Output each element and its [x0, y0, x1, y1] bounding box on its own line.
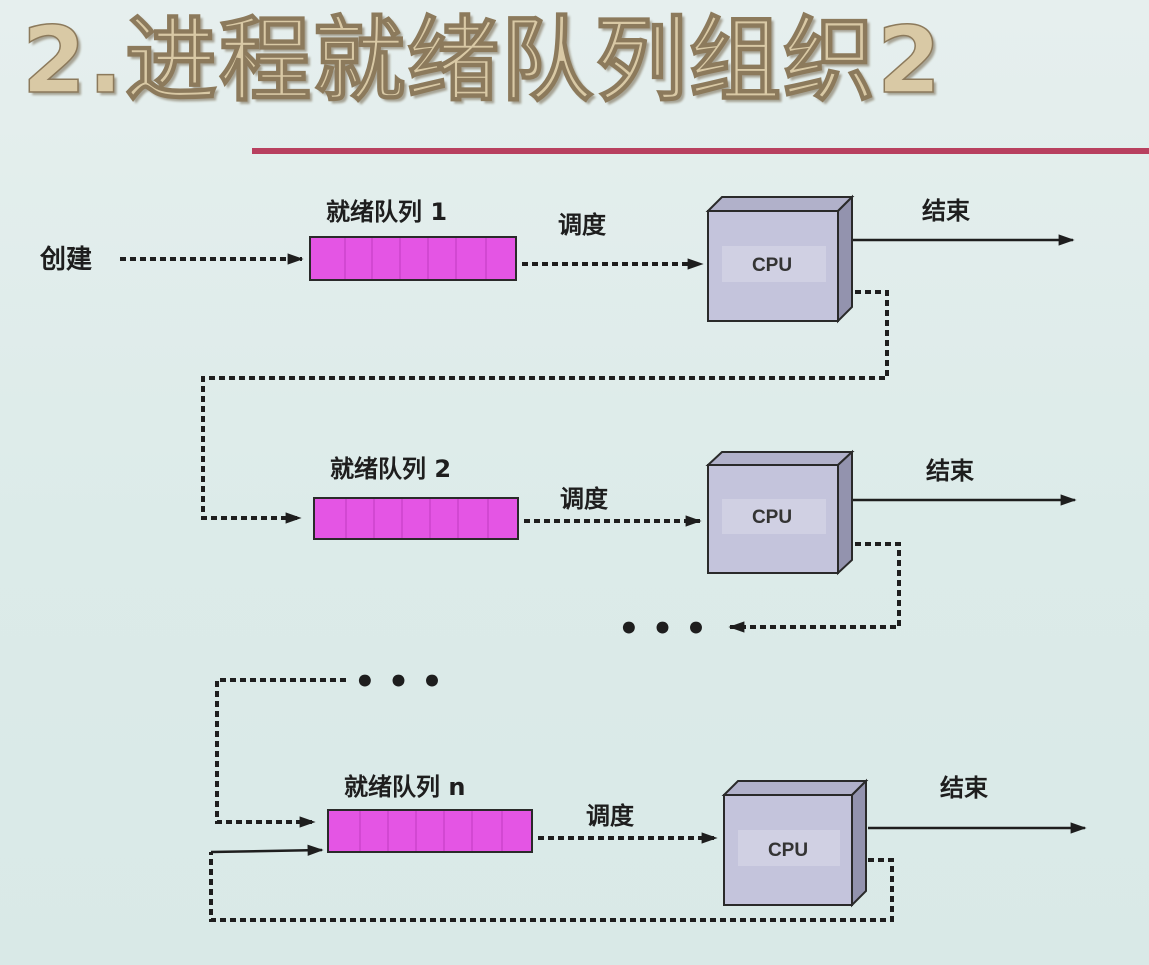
cpu-n — [721, 778, 869, 908]
dispatch-n-label: 调度 — [586, 802, 635, 830]
ellipsis-right: • • • — [618, 609, 707, 649]
queue-n — [327, 809, 533, 853]
cpu-2 — [705, 449, 855, 576]
queue-n-label: 就绪队列 n — [344, 773, 465, 801]
ellipsis-left: • • • — [354, 662, 443, 702]
queue-1-label: 就绪队列 1 — [326, 198, 447, 226]
cpu-1-label: CPU — [752, 255, 792, 276]
dispatch-2-label: 调度 — [560, 485, 609, 513]
queue-2 — [313, 497, 519, 540]
ellipsis-to-queue-n-arrow — [215, 678, 346, 828]
queue-1 — [309, 236, 517, 281]
feedback-2-arrow — [728, 542, 901, 633]
cpu-2-label: CPU — [752, 507, 792, 528]
queue-2-label: 就绪队列 2 — [330, 455, 451, 483]
feedback-n-loop — [209, 852, 894, 922]
cpu-1 — [705, 194, 855, 324]
slide-title: 2.进程就绪队列组织2 — [21, 7, 943, 114]
title-underline — [252, 148, 1149, 154]
end-n-label: 结束 — [940, 774, 989, 802]
create-label: 创建 — [39, 245, 92, 275]
feedback-1-arrow — [201, 290, 889, 524]
dispatch-1-label: 调度 — [558, 211, 607, 239]
feedback-n-arrow — [210, 844, 324, 856]
end-2-label: 结束 — [926, 457, 975, 485]
cpu-n-label: CPU — [768, 840, 808, 861]
end-1-label: 结束 — [922, 197, 971, 225]
